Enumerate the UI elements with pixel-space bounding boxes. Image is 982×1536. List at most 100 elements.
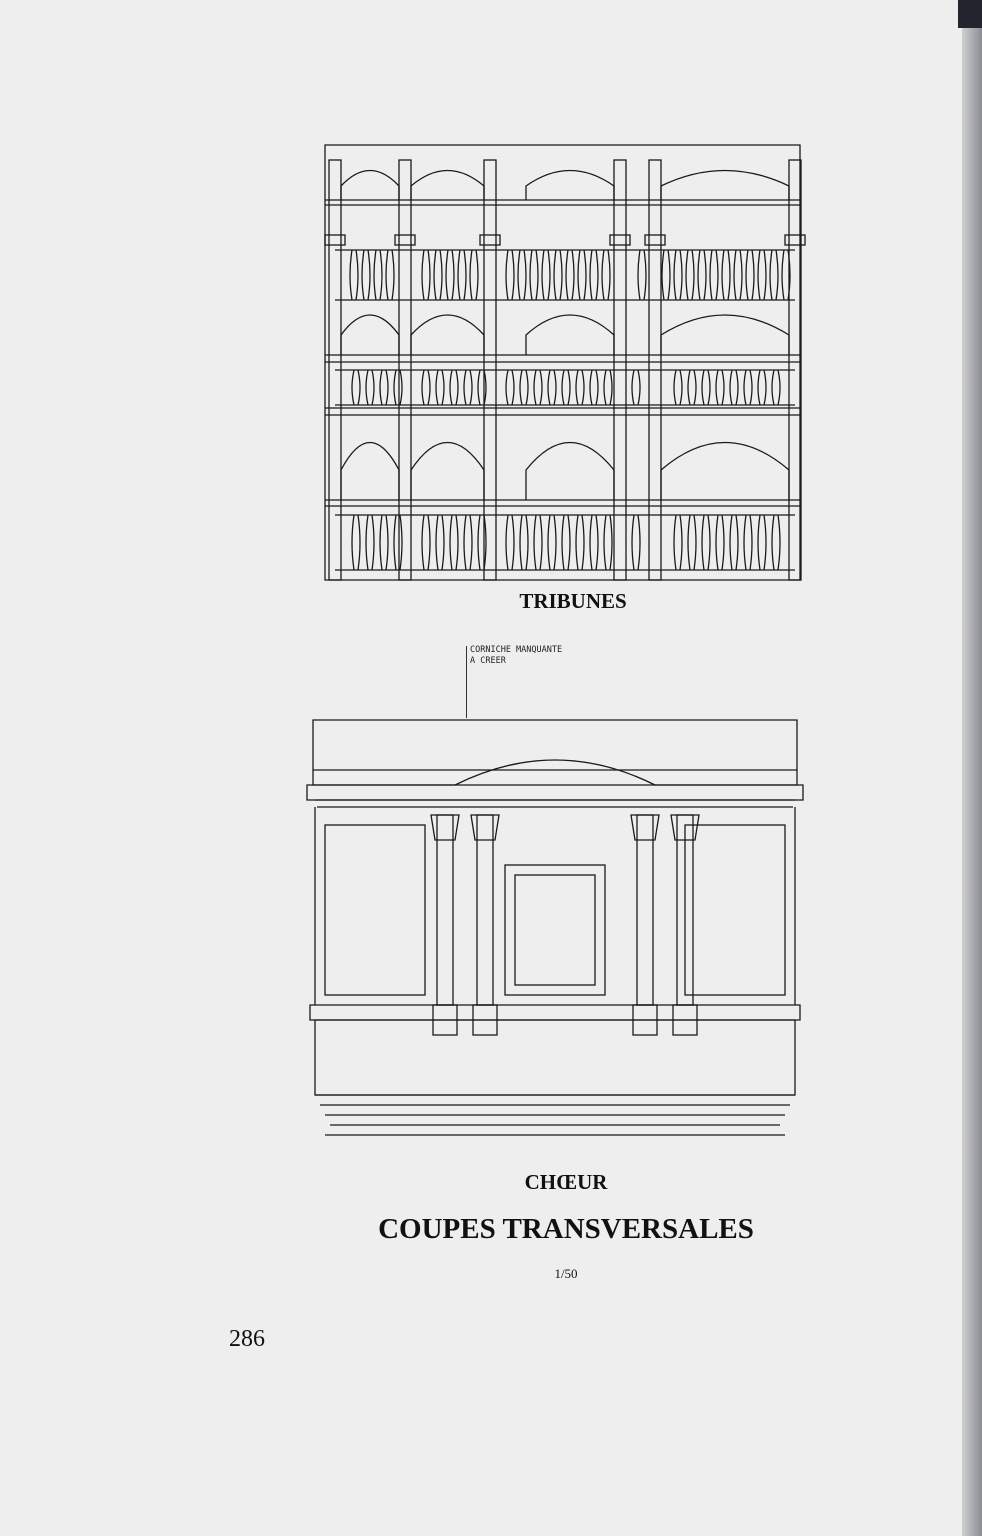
baluster: [445, 249, 455, 301]
baluster: [709, 249, 719, 301]
arch: [410, 442, 485, 500]
column-base: [432, 1004, 458, 1036]
baluster: [393, 369, 403, 406]
page-edge: [962, 0, 982, 1536]
baluster: [565, 249, 575, 301]
baluster: [701, 369, 711, 406]
baluster: [673, 369, 683, 406]
baluster: [477, 514, 487, 571]
baluster: [385, 249, 395, 301]
corinthian-capital: [630, 814, 660, 841]
figure-title: COUPES TRANSVERSALES: [378, 1213, 754, 1245]
baluster: [673, 249, 683, 301]
baluster: [553, 249, 563, 301]
baluster: [743, 514, 753, 571]
arch: [660, 169, 790, 200]
baluster: [379, 369, 389, 406]
baluster: [771, 369, 781, 406]
baluster: [661, 249, 671, 301]
baluster: [519, 514, 529, 571]
baluster: [697, 249, 707, 301]
arch: [340, 170, 400, 200]
baluster: [685, 249, 695, 301]
column-capital: [644, 234, 666, 246]
baluster: [637, 249, 647, 301]
baluster: [575, 369, 585, 406]
arch: [525, 441, 615, 500]
baluster: [729, 369, 739, 406]
baluster: [575, 514, 585, 571]
column-capital: [479, 234, 501, 246]
column: [476, 814, 494, 1006]
baluster: [589, 249, 599, 301]
baluster: [519, 369, 529, 406]
baluster: [743, 369, 753, 406]
baluster: [505, 369, 515, 406]
baluster: [589, 369, 599, 406]
baluster: [435, 514, 445, 571]
baluster: [529, 249, 539, 301]
baluster: [687, 514, 697, 571]
baluster: [547, 369, 557, 406]
baluster: [701, 514, 711, 571]
baluster: [457, 249, 467, 301]
baluster: [351, 369, 361, 406]
baluster: [351, 514, 361, 571]
column-capital: [394, 234, 416, 246]
annotation-leader-line: [466, 646, 467, 718]
baluster: [349, 249, 359, 301]
baluster: [449, 514, 459, 571]
baluster: [541, 249, 551, 301]
baluster: [517, 249, 527, 301]
column-capital: [609, 234, 631, 246]
baluster: [533, 514, 543, 571]
binding-corner: [958, 0, 982, 28]
baluster: [733, 249, 743, 301]
baluster: [421, 369, 431, 406]
baluster: [603, 514, 613, 571]
baluster: [631, 369, 641, 406]
arch: [340, 314, 400, 355]
baluster: [769, 249, 779, 301]
baluster: [757, 514, 767, 571]
baluster: [435, 369, 445, 406]
corinthian-capital: [470, 814, 500, 841]
baluster: [365, 369, 375, 406]
column-base: [472, 1004, 498, 1036]
baluster: [463, 369, 473, 406]
arch: [660, 314, 790, 355]
baluster: [601, 249, 611, 301]
arch: [410, 169, 485, 200]
baluster: [533, 369, 543, 406]
baluster: [393, 514, 403, 571]
baluster: [745, 249, 755, 301]
baluster: [603, 369, 613, 406]
baluster: [577, 249, 587, 301]
corinthian-capital: [430, 814, 460, 841]
baluster: [421, 514, 431, 571]
baluster: [477, 369, 487, 406]
baluster: [365, 514, 375, 571]
column-capital: [784, 234, 806, 246]
column: [436, 814, 454, 1006]
baluster: [505, 514, 515, 571]
baluster: [379, 514, 389, 571]
baluster: [449, 369, 459, 406]
column-base: [632, 1004, 658, 1036]
baluster: [433, 249, 443, 301]
page-number: 286: [229, 1326, 265, 1352]
balustrade-rail: [335, 249, 795, 301]
column: [636, 814, 654, 1006]
baluster: [729, 514, 739, 571]
arch: [340, 442, 400, 500]
corinthian-capital: [670, 814, 700, 841]
baluster: [561, 369, 571, 406]
baluster: [561, 514, 571, 571]
baluster: [373, 249, 383, 301]
baluster: [463, 514, 473, 571]
baluster: [673, 514, 683, 571]
tribunes-caption: TRIBUNES: [519, 589, 627, 613]
baluster: [469, 249, 479, 301]
annotation-line-1: CORNICHE MANQUANTE: [470, 645, 563, 655]
annotation-line-2: A CREER: [470, 656, 506, 666]
